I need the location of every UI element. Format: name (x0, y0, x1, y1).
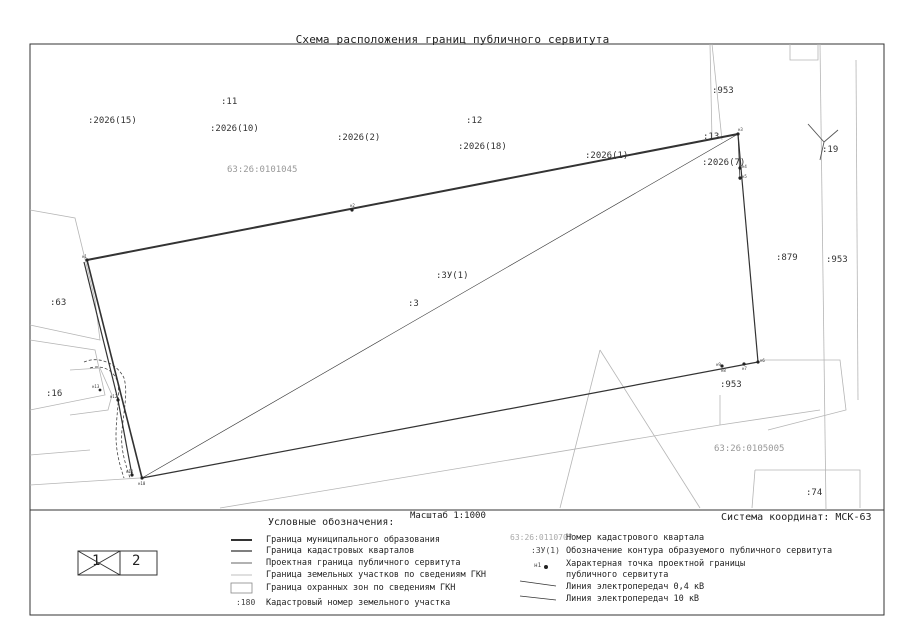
parcel-label: :3 (408, 299, 419, 309)
sheet-number-left: 1 (92, 553, 101, 569)
sheet-number-right: 2 (132, 553, 141, 569)
servitude-boundary (83, 133, 759, 479)
servitude-label: :ЗУ(1) (436, 271, 469, 281)
point-label: н4 (742, 164, 747, 169)
point-label: н1 (82, 254, 87, 259)
sheet-box (77, 550, 158, 576)
legend-title: Условные обозначения: (268, 517, 395, 528)
point-label: н10 (138, 481, 146, 486)
parcel-label: :953 (712, 86, 734, 96)
legend-item: Обозначение контура образуемого публично… (566, 546, 833, 556)
parcel-label: :16 (46, 389, 63, 399)
legend-frame (29, 509, 885, 616)
legend-sample: 63:26:0110707 (510, 533, 573, 542)
coordinate-system: Система координат: МСК-63 (721, 512, 872, 523)
parcel-label: :2026(15) (88, 116, 137, 126)
parcel-boundaries (29, 43, 861, 511)
parcel-label: :12 (466, 116, 483, 126)
parcel-label: :2026(1) (585, 151, 629, 161)
parcel-label: :2026(7) (702, 158, 746, 168)
legend-item: Номер кадастрового квартала (566, 533, 705, 543)
legend-item: Линия электропередач 0,4 кВ (566, 582, 705, 592)
point-label: н11 (126, 469, 134, 474)
point-label: н2 (350, 203, 355, 208)
point-label: н7 (742, 366, 747, 371)
legend-sample: н1 (534, 562, 542, 569)
point-label: н5 (742, 174, 747, 179)
point-label: н13 (92, 384, 100, 389)
scale-label: Масштаб 1:1000 (410, 511, 486, 521)
legend-item: Кадастровый номер земельного участка (266, 598, 451, 608)
point-label: н8 (721, 368, 726, 373)
parcel-label: :13 (703, 132, 720, 142)
parcel-label: :2026(2) (337, 133, 381, 143)
legend-sample: :ЗУ(1) (531, 546, 560, 555)
parcel-label: :74 (806, 488, 823, 498)
quarter-label: 63:26:0105005 (714, 444, 785, 454)
parcel-label: :953 (826, 255, 848, 265)
legend-item: Линия электропередач 10 кВ (566, 594, 700, 604)
point-label: н3 (738, 127, 743, 132)
legend-sample: :180 (236, 598, 256, 607)
parcel-label: :63 (50, 298, 67, 308)
legend-item: публичного сервитута (566, 570, 669, 580)
parcel-label: :19 (822, 145, 839, 155)
point-label: н6 (760, 358, 765, 363)
parcel-label: :2026(18) (458, 142, 507, 152)
protection-zone (83, 359, 131, 479)
point-label: н12 (110, 394, 118, 399)
legend-item: Граница охранных зон по сведениям ГКН (266, 583, 456, 593)
legend-item: Граница земельных участков по сведениям … (266, 570, 487, 580)
characteristic-points (85, 132, 760, 480)
legend-item: Граница муниципального образования (266, 535, 440, 545)
legend-item: Проектная граница публичного сервитута (266, 558, 461, 568)
legend-item: Граница кадастровых кварталов (266, 546, 415, 556)
legend-item: Характерная точка проектной границы (566, 559, 746, 569)
legend-samples (230, 539, 557, 601)
map-title: Схема расположения границ публичного сер… (295, 33, 610, 46)
point-label: н9 (716, 362, 721, 367)
power-line-10kv (807, 123, 839, 161)
parcel-label: :879 (776, 253, 798, 263)
parcel-label: :2026(10) (210, 124, 259, 134)
parcel-label: :953 (720, 380, 742, 390)
quarter-label: 63:26:0101045 (227, 165, 298, 175)
parcel-label: :11 (221, 97, 238, 107)
